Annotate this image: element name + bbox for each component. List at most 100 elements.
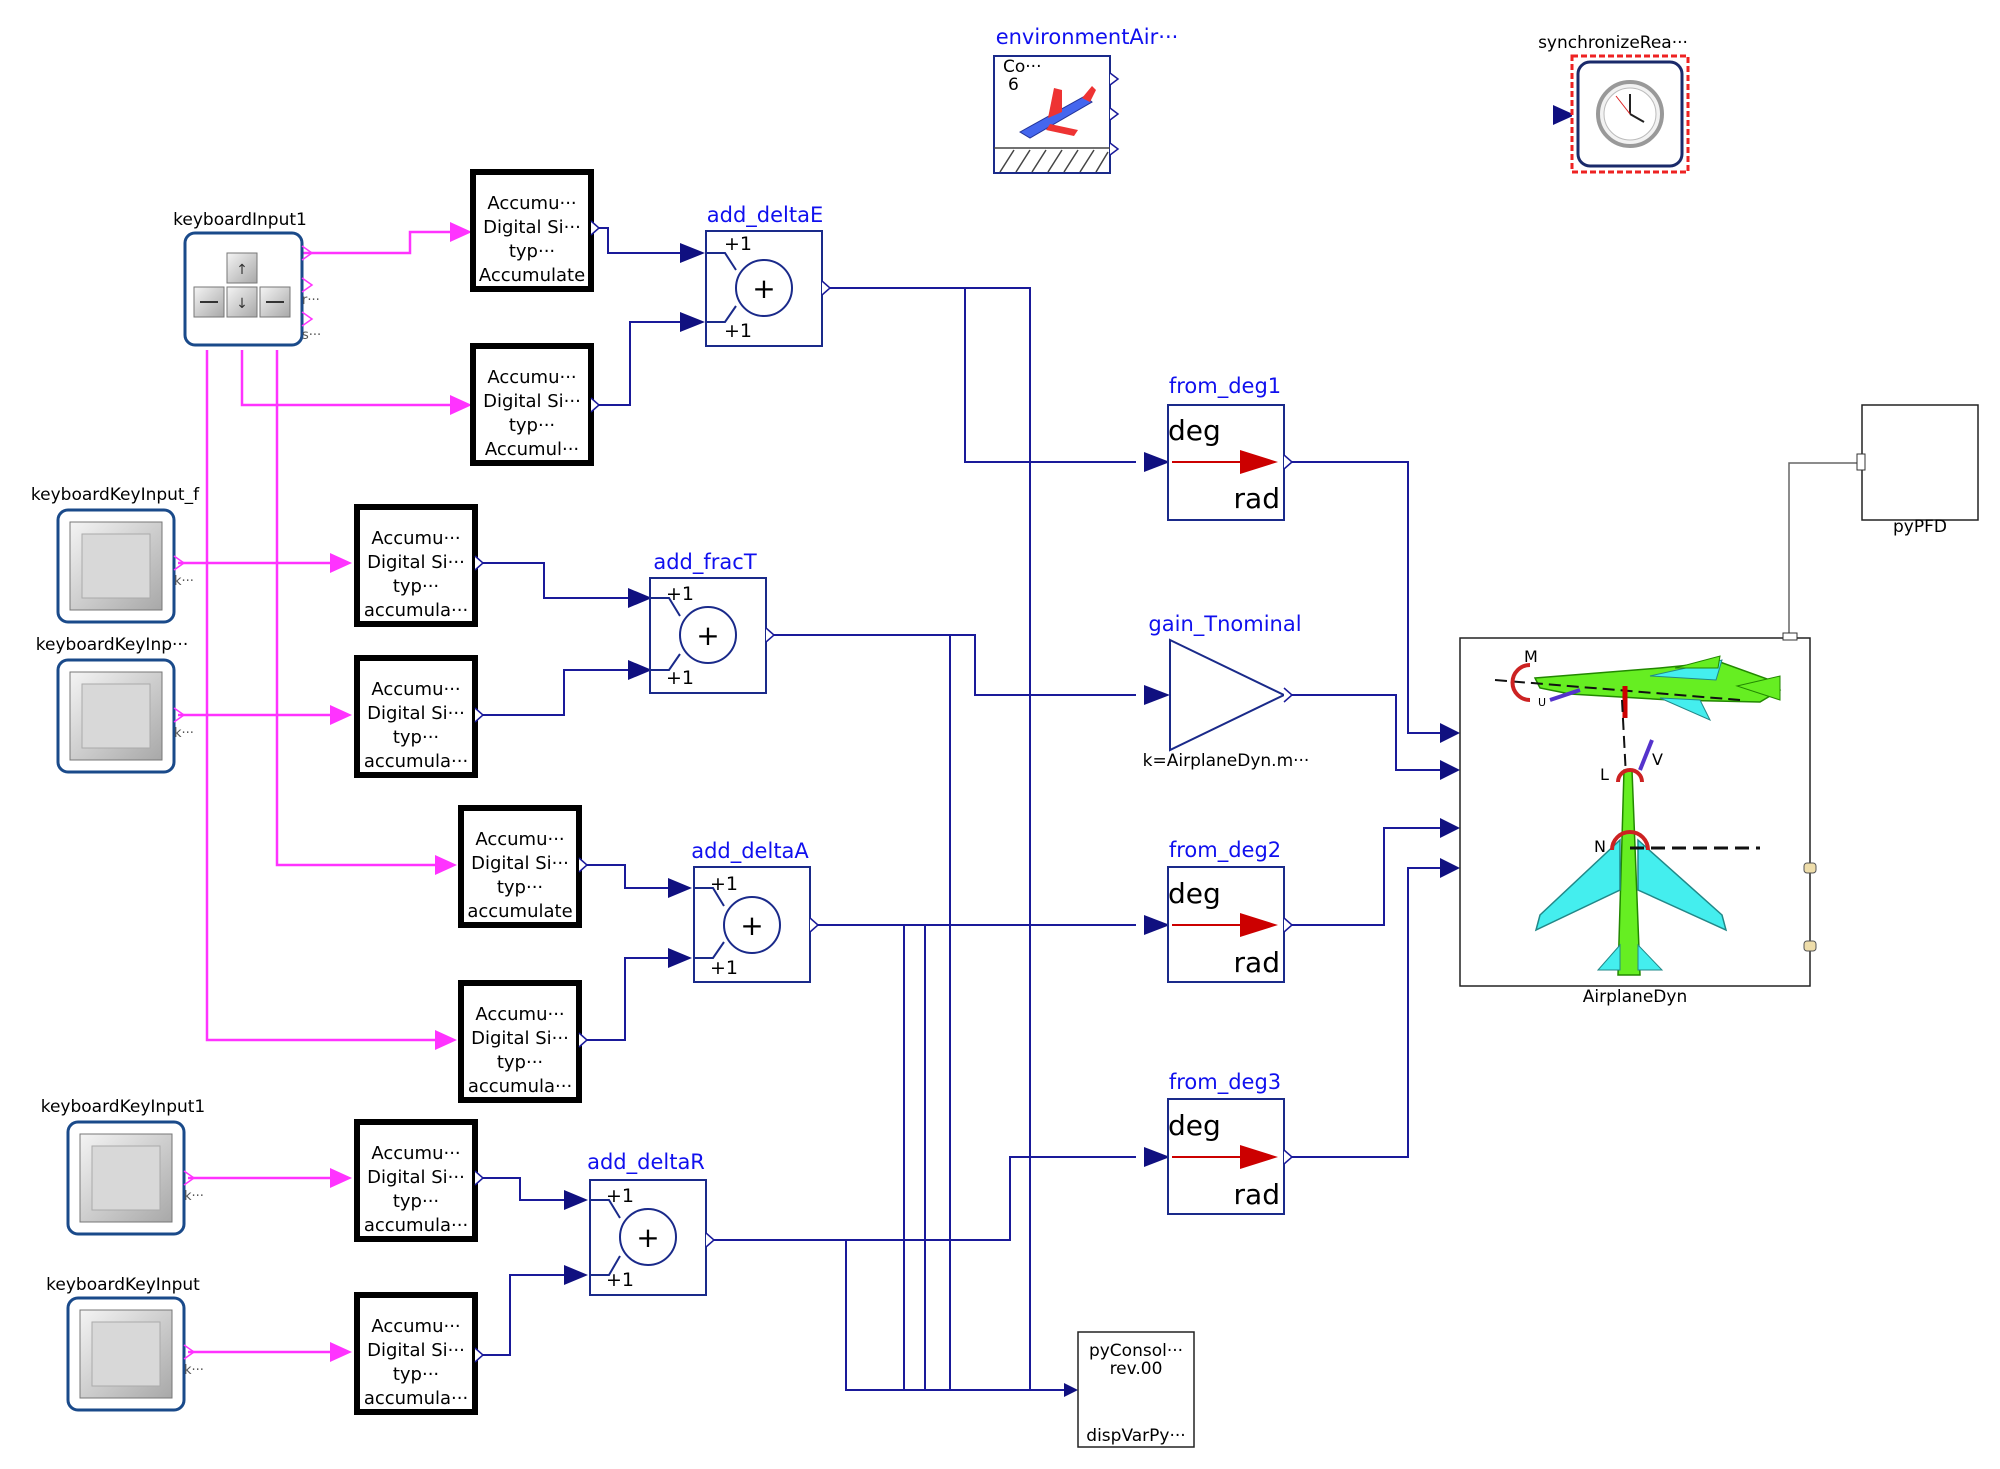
accumulator-block-4[interactable]: Accumu··· Digital Si··· typ··· accumula·… [354, 655, 485, 778]
gain-block[interactable]: gain_Tnominal k=AirplaneDyn.m··· [1143, 612, 1310, 771]
svg-text:V: V [1652, 750, 1663, 769]
svg-text:+1: +1 [724, 233, 752, 255]
svg-text:Digital Si···: Digital Si··· [471, 1028, 569, 1049]
svg-text:Accumu···: Accumu··· [487, 367, 576, 388]
svg-text:environmentAir···: environmentAir··· [996, 25, 1179, 49]
wire-add1-console [965, 287, 1031, 1390]
svg-text:typ···: typ··· [393, 1364, 439, 1385]
svg-text:r···: r··· [302, 293, 320, 308]
signal-lines [178, 230, 460, 1354]
input-arrowheads [564, 105, 1575, 1397]
svg-text:add_deltaA: add_deltaA [691, 839, 809, 864]
svg-text:rad: rad [1234, 1178, 1280, 1211]
airplane-side-view-icon: M U [1494, 647, 1782, 722]
accumulator-block-8[interactable]: Accumu··· Digital Si··· typ··· accumula·… [354, 1292, 485, 1415]
svg-text:typ···: typ··· [393, 727, 439, 748]
wire-acc6-add3 [582, 957, 680, 1041]
svg-text:typ···: typ··· [497, 877, 543, 898]
sum-icon [723, 896, 781, 954]
accumulator-block-6[interactable]: Accumu··· Digital Si··· typ··· accumula·… [458, 980, 589, 1103]
svg-text:rev.00: rev.00 [1110, 1359, 1163, 1379]
adder-add-deltaA[interactable]: add_deltaA + +1 +1 [691, 839, 820, 983]
svg-text:Accumul···: Accumul··· [485, 439, 579, 460]
connector-port[interactable] [1803, 940, 1817, 952]
svg-text:add_fracT: add_fracT [653, 550, 756, 575]
svg-text:Accumu···: Accumu··· [487, 193, 576, 214]
svg-text:↓: ↓ [236, 296, 248, 312]
arrow-up-key-icon [226, 252, 258, 284]
environment-block[interactable]: environmentAir··· Co··· 6 [993, 25, 1179, 174]
svg-text:synchronizeRea···: synchronizeRea··· [1538, 33, 1688, 53]
svg-text:Accumu···: Accumu··· [371, 528, 460, 549]
svg-text:pyPFD: pyPFD [1893, 517, 1947, 537]
wire-acc5-add3 [582, 864, 680, 889]
keyboard-input-block[interactable]: keyboardInput1 ↑ ↓ r··· s··· [173, 210, 321, 347]
red-arrow-icon [1240, 450, 1278, 474]
svg-text:+: + [636, 1221, 659, 1254]
svg-text:+: + [752, 272, 775, 305]
block-title: keyboardInput1 [173, 210, 307, 230]
svg-text:N: N [1594, 837, 1606, 856]
wire-acc2-add1 [595, 321, 692, 406]
svg-text:+: + [696, 619, 719, 652]
svg-text:accumula···: accumula··· [364, 751, 468, 772]
connector-port[interactable] [1803, 862, 1817, 874]
svg-text:k···: k··· [174, 726, 194, 741]
svg-text:+1: +1 [710, 873, 738, 895]
wire-acc7-add4 [478, 1177, 576, 1201]
adder-add-fracT[interactable]: add_fracT + +1 +1 [649, 550, 776, 694]
wire-acc1-add1 [595, 227, 692, 254]
accumulator-block-3[interactable]: Accumu··· Digital Si··· typ··· accumula·… [354, 504, 485, 627]
accumulator-block-7[interactable]: Accumu··· Digital Si··· typ··· accumula·… [354, 1119, 485, 1242]
svg-text:from_deg3: from_deg3 [1169, 1070, 1281, 1095]
airplane-top-view-icon: L V N [1534, 699, 1760, 976]
keyboard-key-input-block[interactable]: keyboardKeyInput k··· [46, 1275, 204, 1412]
svg-text:Digital Si···: Digital Si··· [367, 1340, 465, 1361]
adder-add-deltaR[interactable]: add_deltaR + +1 +1 [587, 1150, 716, 1296]
converter-from-deg1[interactable]: from_deg1 deg rad [1167, 374, 1294, 521]
svg-text:Accumu···: Accumu··· [475, 1004, 564, 1025]
svg-text:rad: rad [1234, 482, 1280, 515]
accumulator-block-5[interactable]: Accumu··· Digital Si··· typ··· accumulat… [458, 805, 589, 928]
sum-icon [679, 606, 737, 664]
wire-acc4-add2 [478, 669, 640, 716]
svg-text:+1: +1 [606, 1269, 634, 1291]
svg-text:keyboardKeyInput1: keyboardKeyInput1 [41, 1097, 206, 1117]
sum-icon [619, 1208, 677, 1266]
red-arrow-icon [1240, 1145, 1278, 1169]
svg-text:typ···: typ··· [393, 1191, 439, 1212]
signal-kb1-acc5 [275, 350, 445, 867]
converter-from-deg3[interactable]: from_deg3 deg rad [1167, 1070, 1294, 1215]
connector-port[interactable] [1856, 453, 1866, 471]
signal-kb1-acc1 [302, 230, 460, 255]
keyboard-key-inp-block[interactable]: keyboardKeyInp··· k··· [36, 635, 194, 774]
svg-text:accumula···: accumula··· [468, 1076, 572, 1097]
airplane-dyn-block[interactable]: AirplaneDyn M U [1459, 632, 1817, 1007]
wire-add2-gain [766, 634, 1136, 696]
converter-from-deg2[interactable]: from_deg2 deg rad [1167, 838, 1294, 983]
key-icon [81, 533, 151, 599]
signal-kb1-acc2 [240, 350, 460, 407]
svg-text:Digital Si···: Digital Si··· [367, 552, 465, 573]
svg-text:Accumu···: Accumu··· [371, 679, 460, 700]
svg-text:k···: k··· [184, 1189, 204, 1204]
svg-text:add_deltaE: add_deltaE [707, 203, 823, 228]
svg-text:accumula···: accumula··· [364, 1215, 468, 1236]
keyboard-key-input-f-block[interactable]: keyboardKeyInput_f k··· [31, 485, 200, 624]
svg-text:rad: rad [1234, 946, 1280, 979]
py-console-block[interactable]: pyConsol··· rev.00 dispVarPy··· [1077, 1331, 1195, 1448]
signal-kb1-acc6 [205, 350, 445, 1042]
pypfd-block[interactable]: pyPFD [1856, 404, 1979, 537]
svg-text:Co···: Co··· [1003, 57, 1041, 77]
svg-text:Digital Si···: Digital Si··· [367, 1167, 465, 1188]
accumulator-block-2[interactable]: Accumu··· Digital Si··· typ··· Accumul··… [470, 343, 601, 466]
svg-text:s···: s··· [302, 328, 321, 343]
synchronize-block[interactable]: synchronizeRea··· [1538, 33, 1690, 174]
adder-add-deltaE[interactable]: add_deltaE + +1 +1 [705, 203, 832, 347]
keyboard-key-input1-block[interactable]: keyboardKeyInput1 k··· [41, 1097, 206, 1236]
key-icon [91, 1321, 161, 1387]
svg-text:Accumulate: Accumulate [479, 265, 585, 286]
sum-icon [735, 259, 793, 317]
connector-port[interactable] [1782, 632, 1798, 641]
accumulator-block-1[interactable]: Accumu··· Digital Si··· typ··· Accumulat… [470, 169, 601, 292]
